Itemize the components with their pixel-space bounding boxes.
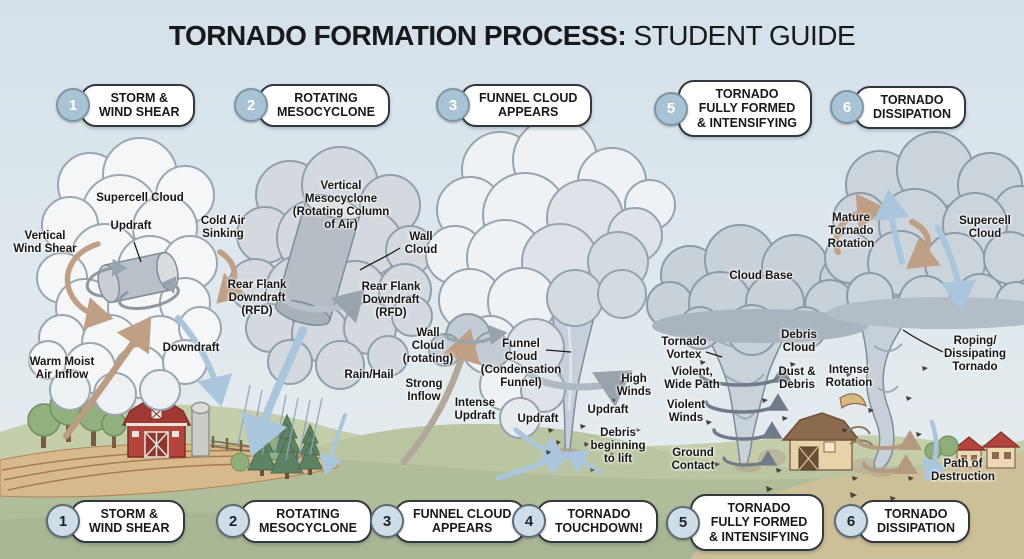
rfd-arrow-left bbox=[241, 326, 307, 457]
stage-number-badge: 2 bbox=[234, 88, 268, 123]
label-updraft-1: Updraft bbox=[110, 220, 152, 232]
label-supercell-cloud-2: Supercell Cloud bbox=[959, 215, 1011, 240]
rfd-arrow-small bbox=[319, 413, 347, 476]
cloud-middle-cumulus bbox=[425, 117, 676, 439]
page-title-main: TORNADO FORMATION PROCESS: bbox=[168, 20, 627, 51]
arrows bbox=[62, 189, 977, 483]
stage-label: TORNADO TOUCHDOWN! bbox=[536, 500, 658, 543]
downdraft-arrow-s6 bbox=[935, 225, 977, 311]
rope-ring-1 bbox=[856, 430, 922, 451]
stage-pill-bottom-3: 3 FUNNEL CLOUD APPEARS bbox=[370, 500, 527, 543]
stage-number-badge: 5 bbox=[666, 505, 700, 540]
label-violent-wide-path: Violent, Wide Path bbox=[664, 366, 720, 391]
label-rfd-left: Rear Flank Downdraft (RFD) bbox=[227, 279, 287, 317]
label-debris-cloud: Debris Cloud bbox=[781, 329, 817, 354]
funnel-band-arrow bbox=[526, 368, 633, 408]
label-path-of-destruction: Path of Destruction bbox=[931, 458, 995, 483]
stage-label: STORM & WIND SHEAR bbox=[70, 500, 185, 543]
stage-pill-bottom-1: 1 STORM & WIND SHEAR bbox=[46, 500, 185, 543]
updraft-arrow-2 bbox=[495, 447, 570, 481]
red-barn bbox=[121, 401, 211, 458]
label-intense-updraft: Intense Updraft bbox=[454, 397, 496, 422]
label-high-winds: High Winds bbox=[616, 373, 652, 398]
label-warm-moist-inflow: Warm Moist Air Inflow bbox=[29, 356, 95, 381]
label-updraft-s5: Updraft bbox=[587, 404, 629, 416]
updraft-arrow-s6 bbox=[873, 189, 910, 265]
stage-number-badge: 6 bbox=[830, 90, 864, 125]
label-vertical-wind-shear: Vertical Wind Shear bbox=[13, 230, 77, 255]
label-vertical-mesocyclone: Vertical Mesocyclone (Rotating Column of… bbox=[292, 180, 390, 231]
label-dust-debris: Dust & Debris bbox=[778, 366, 816, 391]
label-debris-lift: Debris beginning to lift bbox=[590, 427, 646, 465]
label-tornado-vortex: Tornado Vortex bbox=[661, 336, 707, 361]
warm-inflow-arrow bbox=[62, 316, 152, 440]
stage-label: TORNADO FULLY FORMED & INTENSIFYING bbox=[690, 494, 825, 552]
cylinder2-rotation-arrow bbox=[280, 289, 365, 324]
label-cloud-base: Cloud Base bbox=[729, 270, 793, 282]
label-mature-rotation: Mature Tornado Rotation bbox=[827, 212, 875, 250]
stage-label: FUNNEL CLOUD APPEARS bbox=[394, 500, 527, 543]
page-title: TORNADO FORMATION PROCESS: STUDENT GUIDE bbox=[0, 20, 1024, 52]
label-violent-winds: Violent Winds bbox=[666, 399, 706, 424]
cloud-stage5 bbox=[646, 224, 871, 356]
houses bbox=[924, 431, 1021, 469]
rope-blue-arrow bbox=[922, 419, 948, 483]
vortex-ring-4 bbox=[722, 450, 777, 467]
label-wall-cloud-s2: Wall Cloud bbox=[404, 231, 438, 256]
cold-air-arrow bbox=[216, 249, 248, 304]
label-roping-tornado: Roping/ Dissipating Tornado bbox=[944, 335, 1006, 373]
wind-shear-arrow bbox=[64, 241, 114, 330]
stage-number-badge: 5 bbox=[654, 91, 688, 126]
stage-label: STORM & WIND SHEAR bbox=[80, 84, 195, 127]
stage-label: FUNNEL CLOUD APPEARS bbox=[460, 84, 593, 127]
stage-label: ROTATING MESOCYCLONE bbox=[258, 84, 390, 127]
stage-number-badge: 1 bbox=[46, 504, 80, 539]
label-updraft-s4: Updraft bbox=[517, 413, 559, 425]
downdraft-arrow bbox=[175, 315, 233, 407]
stage-pill-bottom-2: 2 ROTATING MESOCYCLONE bbox=[216, 500, 372, 543]
vortex-ring-2 bbox=[704, 393, 789, 414]
stage-pill-top-6: 6 TORNADO DISSIPATION bbox=[830, 86, 967, 129]
stage-pill-top-2: 2 ROTATING MESOCYCLONE bbox=[234, 84, 390, 127]
stage-label: TORNADO DISSIPATION bbox=[854, 86, 967, 129]
label-rain-hail: Rain/Hail bbox=[344, 369, 394, 381]
leader-lines bbox=[133, 241, 944, 358]
stage-number-badge: 2 bbox=[216, 504, 250, 539]
stage-pill-bottom-5: 5 TORNADO FULLY FORMED & INTENSIFYING bbox=[666, 494, 825, 552]
stage-number-badge: 3 bbox=[436, 88, 470, 123]
label-wall-cloud-rotating: Wall Cloud (rotating) bbox=[402, 327, 454, 365]
stage-label: TORNADO FULLY FORMED & INTENSIFYING bbox=[678, 80, 813, 138]
stage-pill-top-3: 3 FUNNEL CLOUD APPEARS bbox=[436, 84, 593, 127]
cylinder1-rotation-arrow bbox=[118, 276, 180, 310]
label-strong-inflow: Strong Inflow bbox=[405, 378, 443, 403]
rotation-arrow-s6a bbox=[833, 193, 887, 255]
stage-number-badge: 6 bbox=[834, 504, 868, 539]
label-downdraft: Downdraft bbox=[162, 342, 220, 354]
stage-pill-top-5: 5 TORNADO FULLY FORMED & INTENSIFYING bbox=[654, 80, 813, 138]
stage-pill-bottom-4: 4 TORNADO TOUCHDOWN! bbox=[512, 500, 658, 543]
label-ground-contact: Ground Contact bbox=[671, 447, 715, 472]
label-intense-rotation: Intense Rotation bbox=[825, 364, 873, 389]
label-supercell-cloud-1: Supercell Cloud bbox=[96, 192, 184, 204]
page-title-sub: STUDENT GUIDE bbox=[626, 20, 856, 51]
stage-pill-bottom-6: 6 TORNADO DISSIPATION bbox=[834, 500, 971, 543]
cylinder-vertical bbox=[274, 194, 362, 326]
stage-number-badge: 1 bbox=[56, 88, 90, 123]
rotation-arrow-s6b bbox=[906, 219, 941, 270]
vortex-ring-3 bbox=[712, 421, 783, 441]
stage-number-badge: 4 bbox=[512, 504, 546, 539]
stage-label: TORNADO DISSIPATION bbox=[858, 500, 971, 543]
label-cold-air-sinking: Cold Air Sinking bbox=[200, 215, 246, 240]
label-funnel-cloud: Funnel Cloud (Condensation Funnel) bbox=[480, 338, 562, 389]
stage-pill-top-1: 1 STORM & WIND SHEAR bbox=[56, 84, 195, 127]
vortex-ring-1 bbox=[698, 365, 793, 387]
stage-label: ROTATING MESOCYCLONE bbox=[240, 500, 372, 543]
strong-inflow-arrow bbox=[400, 328, 481, 466]
wall-cloud-rotation-arrow bbox=[444, 324, 508, 346]
stage-number-badge: 3 bbox=[370, 504, 404, 539]
label-rfd-right: Rear Flank Downdraft (RFD) bbox=[361, 281, 421, 319]
updraft-arrow-3 bbox=[563, 449, 603, 475]
rope-ring-2 bbox=[862, 454, 918, 475]
